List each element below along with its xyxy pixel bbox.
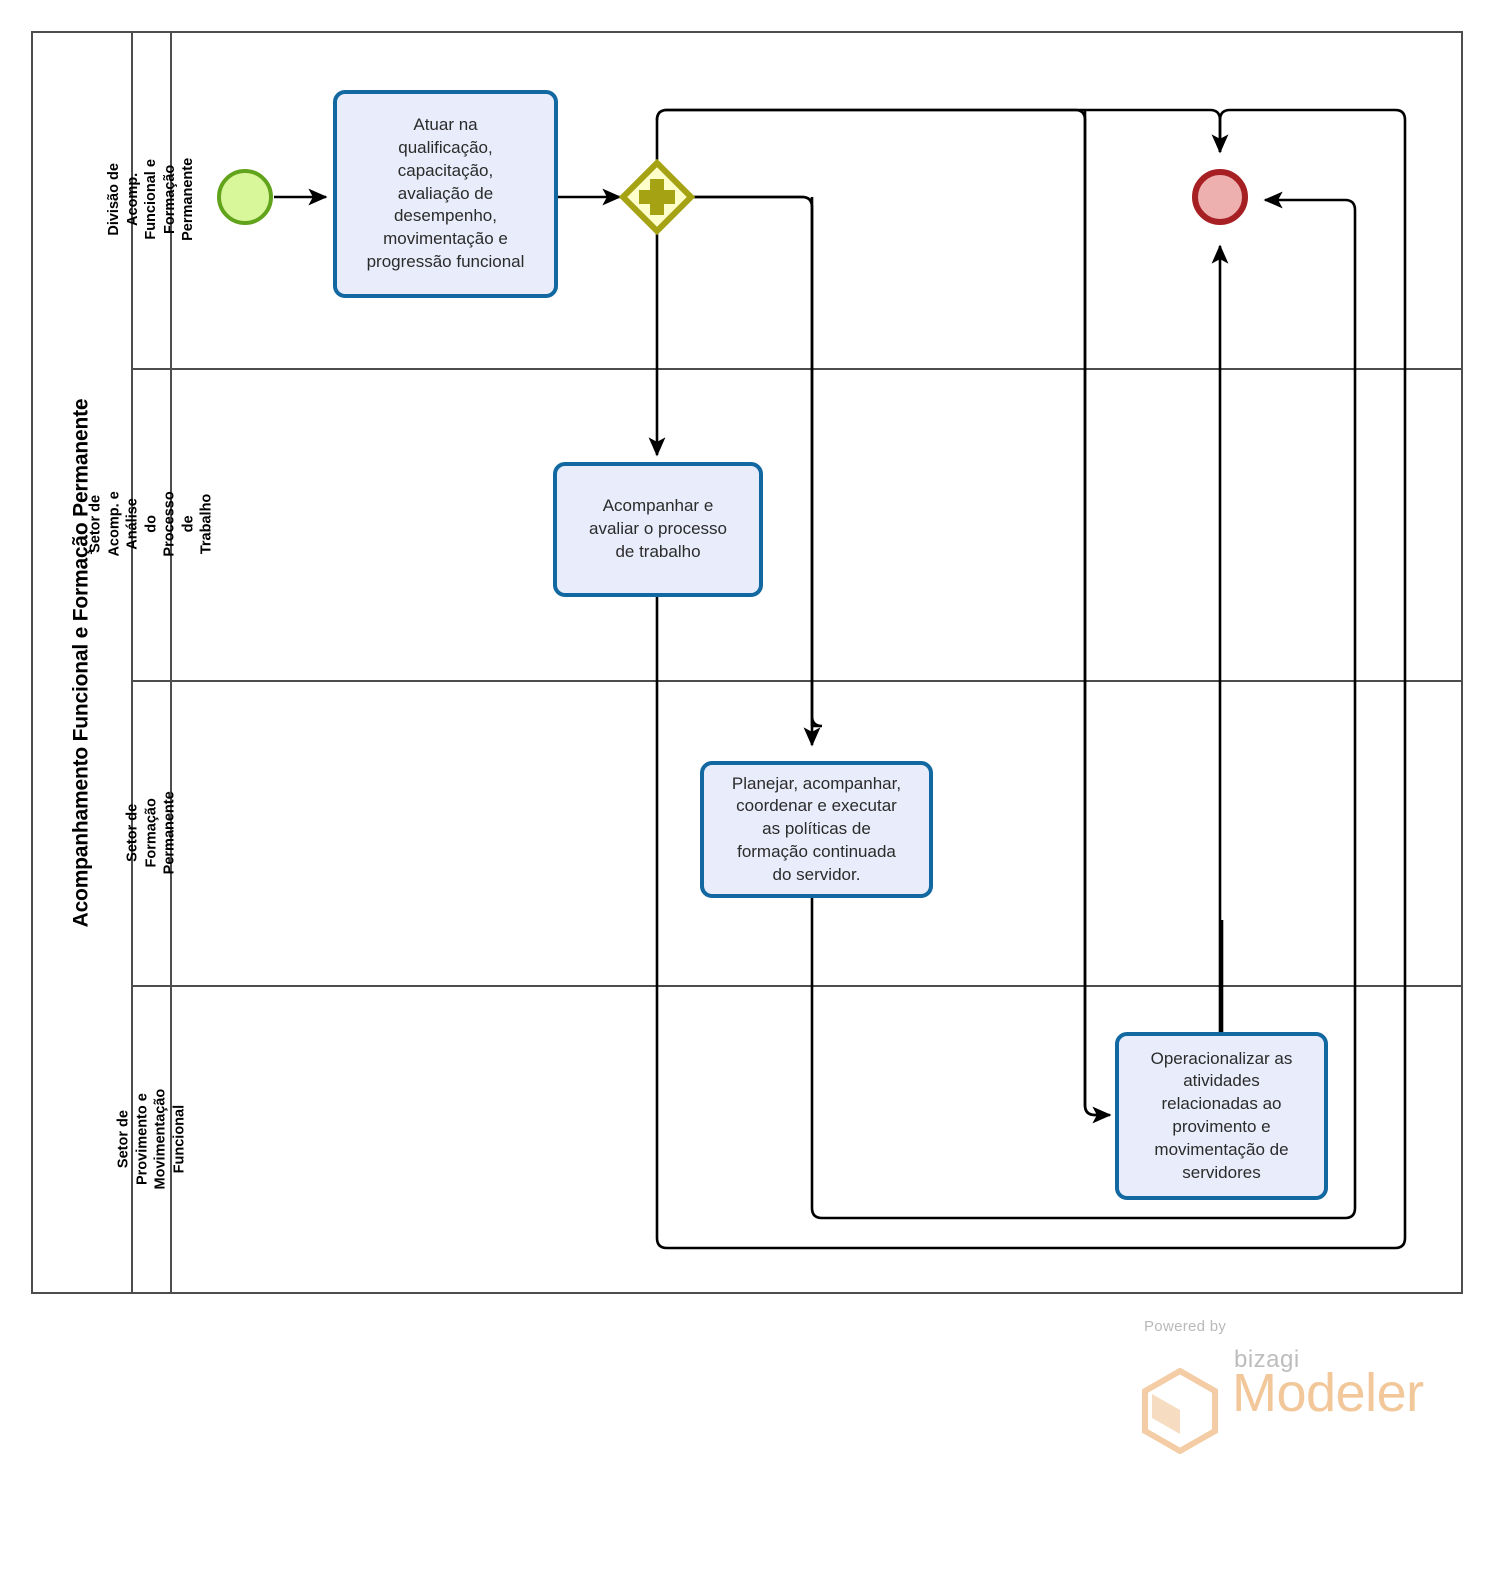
lane-divider-3 (133, 985, 1463, 987)
task-planejar[interactable]: Planejar, acompanhar, coordenar e execut… (700, 761, 933, 898)
flow-arrow-into-task4 (1083, 1104, 1112, 1124)
parallel-gateway[interactable] (617, 157, 697, 237)
flow-gateway-to-end-top (655, 108, 1229, 166)
bizagi-wordmark: bizagi (1234, 1346, 1300, 1373)
end-event[interactable] (1192, 169, 1248, 225)
task-acompanhar[interactable]: Acompanhar e avaliar o processo de traba… (553, 462, 763, 597)
lane-divider-2 (133, 680, 1463, 682)
task-operacionalizar-label: Operacionalizar as atividades relacionad… (1150, 1048, 1293, 1182)
flow-rail-to-task4-left (1083, 110, 1105, 1117)
lane-header-setor-analise: Setor de Acomp. e Análise do Processo de… (88, 368, 215, 680)
modeler-wordmark: Modeler (1232, 1363, 1424, 1423)
lane-header-setor-provimento: Setor de Provimento e Movimentação Funci… (115, 985, 187, 1294)
flow-gateway-to-task3 (688, 195, 821, 747)
task-operacionalizar[interactable]: Operacionalizar as atividades relacionad… (1115, 1032, 1328, 1200)
flow-gateway-top-rail (655, 108, 1087, 1105)
bizagi-hexagon-icon (1142, 1368, 1218, 1454)
task-acompanhar-label: Acompanhar e avaliar o processo de traba… (589, 496, 727, 561)
flow-task3-to-end-right (810, 191, 1357, 1220)
lane-divider-1 (133, 368, 1463, 370)
task-atuar-label: Atuar na qualificação, capacitação, aval… (366, 115, 525, 271)
task-atuar[interactable]: Atuar na qualificação, capacitação, aval… (333, 90, 558, 298)
start-event[interactable] (217, 169, 273, 225)
task-planejar-label: Planejar, acompanhar, coordenar e execut… (731, 773, 902, 884)
flow-task2-loop-right (655, 108, 1407, 1250)
pool-title-column: Acompanhamento Funcional e Formação Perm… (31, 31, 133, 1294)
gateway-plus-icon (639, 179, 675, 215)
pool-border (31, 31, 1463, 1294)
lane-header-divisao: Divisão de Acomp. Funcional e Formação P… (106, 31, 196, 368)
powered-by-label: Powered by (1144, 1318, 1227, 1335)
lane-header-setor-formacao: Setor de Formação Permanente (125, 680, 178, 985)
bizagi-credit: Powered by bizagi Modeler (1119, 1318, 1424, 1454)
